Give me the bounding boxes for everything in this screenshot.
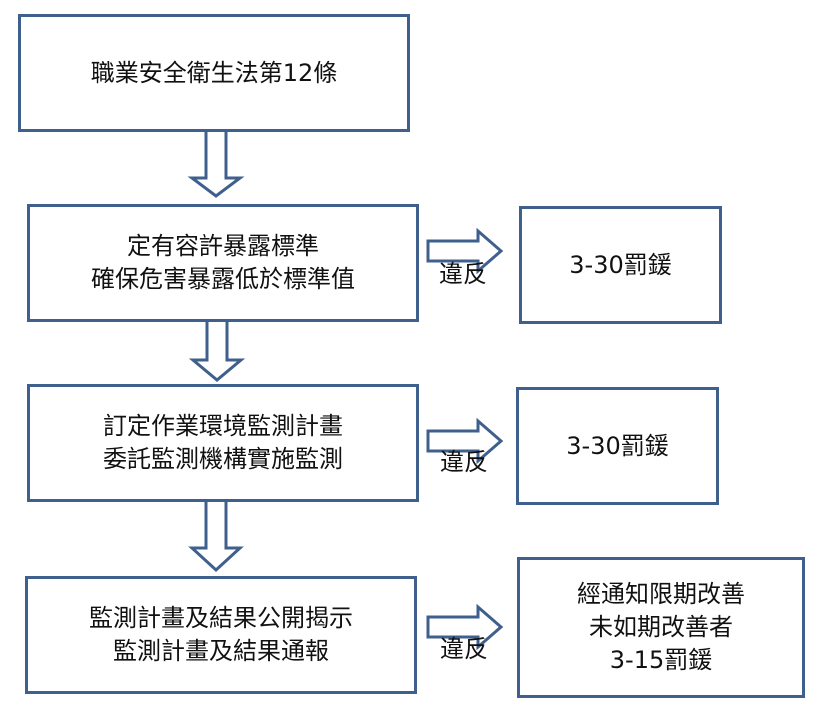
node-law-line-1: 職業安全衛生法第12條 (90, 58, 338, 87)
node-disclosure-line-1: 監測計畫及結果公開揭示 (89, 604, 353, 632)
node-penalty-3: 經通知限期改善 未如期改善者 3-15罰鍰 (517, 557, 805, 698)
arrow-down-3 (188, 496, 244, 573)
node-exposure-standard: 定有容許暴露標準 確保危害暴露低於標準值 (27, 204, 419, 322)
edge-label-violation-1: 違反 (439, 260, 487, 288)
edge-label-violation-3: 違反 (440, 635, 488, 663)
arrow-right-1 (426, 227, 504, 275)
node-disclosure-line-2: 監測計畫及結果通報 (113, 637, 329, 665)
node-monitoring-line-2: 委託監測機構實施監測 (103, 445, 343, 473)
node-monitoring-line-1: 訂定作業環境監測計畫 (103, 412, 343, 440)
node-law: 職業安全衛生法第12條 (18, 14, 410, 132)
node-penalty-1-line-1: 3-30罰鍰 (569, 250, 672, 279)
node-penalty-3-line-2: 未如期改善者 (589, 613, 733, 641)
node-penalty-3-line-1: 經通知限期改善 (577, 580, 745, 608)
edge-label-violation-2: 違反 (440, 448, 488, 476)
arrow-right-3 (426, 603, 504, 651)
arrow-down-1 (187, 121, 245, 198)
node-penalty-1: 3-30罰鍰 (519, 206, 722, 324)
node-exposure-line-1: 定有容許暴露標準 (127, 232, 319, 260)
arrow-right-2 (426, 417, 504, 465)
node-disclosure: 監測計畫及結果公開揭示 監測計畫及結果通報 (25, 576, 417, 694)
node-monitoring-plan: 訂定作業環境監測計畫 委託監測機構實施監測 (27, 384, 419, 502)
node-penalty-3-line-3: 3-15罰鍰 (609, 646, 713, 674)
node-penalty-2: 3-30罰鍰 (516, 387, 719, 505)
node-exposure-line-2: 確保危害暴露低於標準值 (91, 265, 355, 293)
node-penalty-2-line-1: 3-30罰鍰 (566, 431, 669, 460)
